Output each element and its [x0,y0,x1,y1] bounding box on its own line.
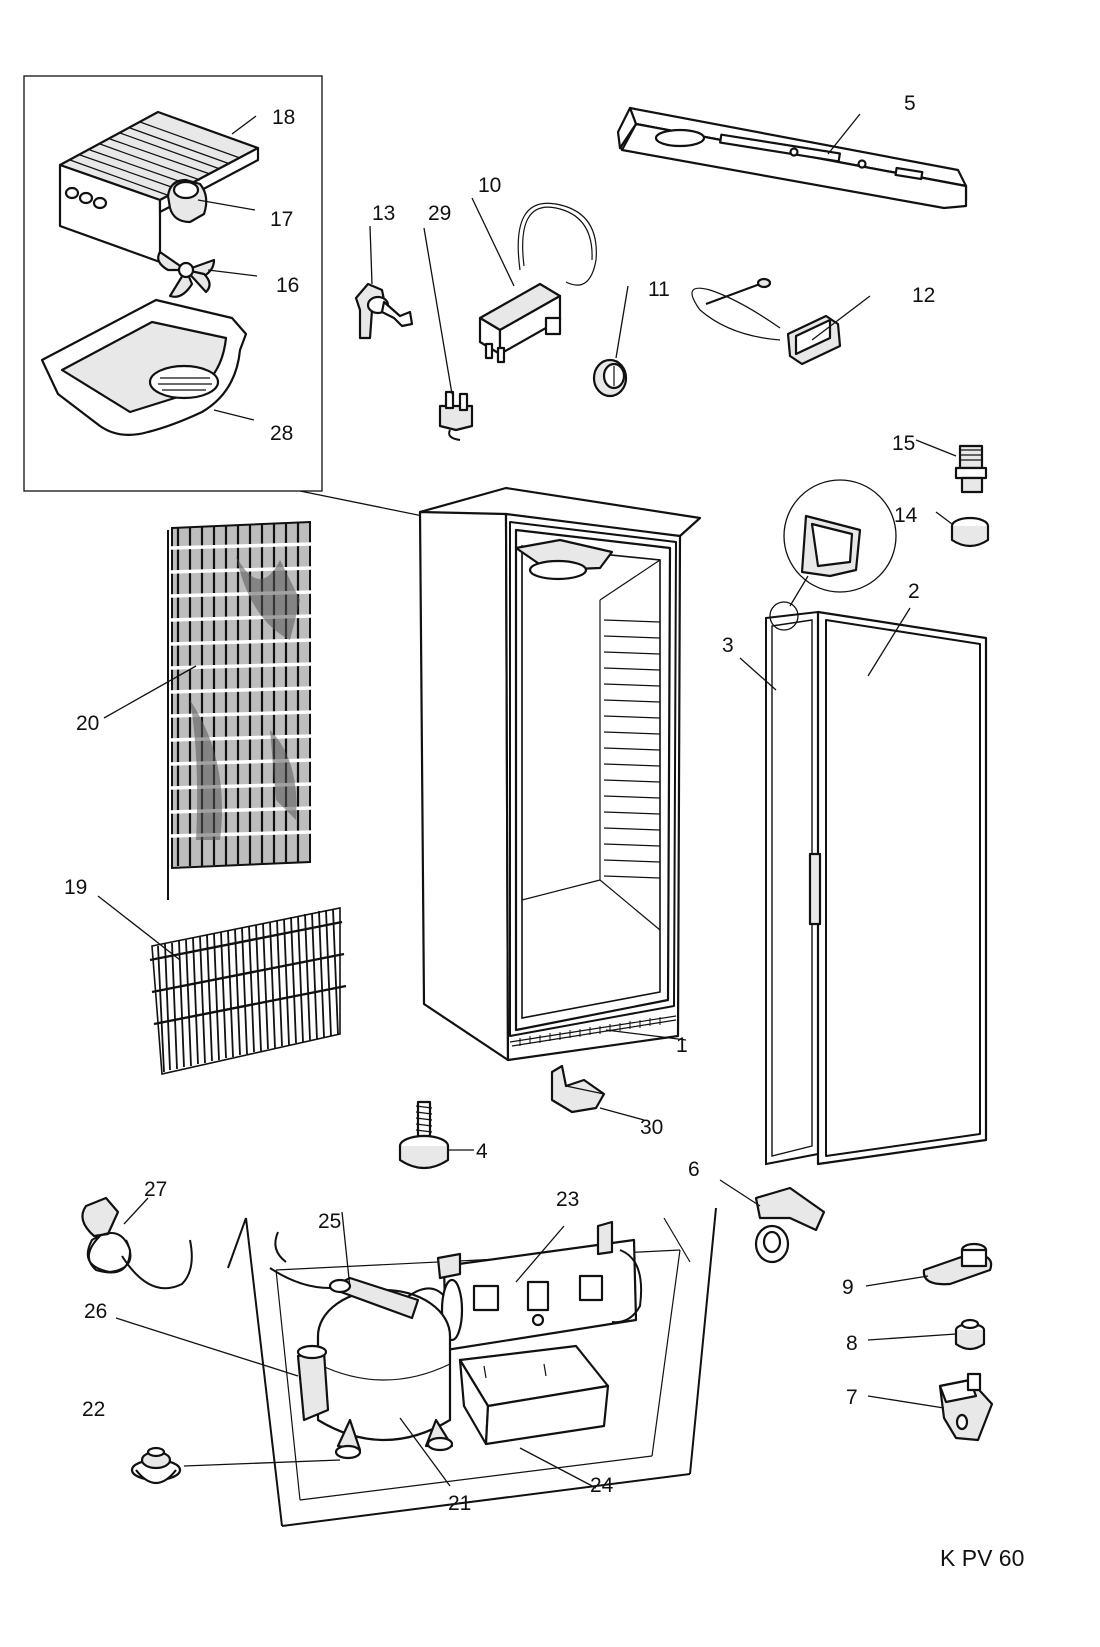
callout-30: 30 [640,1116,663,1139]
part-23-compressor-bracket [436,1220,643,1352]
callout-8: 8 [846,1332,858,1355]
callout-6: 6 [688,1158,700,1181]
part-26-capacitor [115,1317,330,1422]
part-7-hinge-block [867,1372,994,1442]
callout-12: 12 [912,284,935,307]
callout-10: 10 [478,174,501,197]
callout-25: 25 [318,1210,341,1233]
part-2-door [808,607,988,1166]
part-27-power-cord [81,1196,193,1290]
part-4-foot [398,1100,474,1170]
part-24-drip-pan [458,1344,610,1489]
part-8-bushing [867,1318,986,1351]
part-29-switch [423,227,474,441]
part-22-grommet [130,1446,341,1485]
part-15-drain-plug [915,439,988,494]
callout-2: 2 [908,580,920,603]
part-12-thermometer [691,277,871,366]
callout-28: 28 [270,422,293,445]
callout-labels: 1 2 3 4 5 6 7 8 9 10 11 12 13 14 15 16 1… [64,92,935,1515]
callout-15: 15 [892,432,915,455]
part-17-fan-motor [166,178,208,224]
part-21-compressor [316,1287,454,1487]
callout-21: 21 [448,1492,471,1515]
callout-16: 16 [276,274,299,297]
callout-20: 20 [76,712,99,735]
part-6-bottom-hinge [719,1179,826,1264]
callout-9: 9 [842,1276,854,1299]
callout-26: 26 [84,1300,107,1323]
callout-1: 1 [676,1034,688,1057]
part-20-condenser [103,520,313,900]
part-18-evaporator [58,110,260,264]
callout-22: 22 [82,1398,105,1421]
callout-7: 7 [846,1386,858,1409]
callout-17: 17 [270,208,293,231]
callout-24: 24 [590,1474,614,1497]
part-13-lock [354,225,414,340]
part-11-knob [592,285,629,398]
part-28-drip-tray [40,298,248,437]
model-code: K PV 60 [940,1545,1024,1571]
callout-18: 18 [272,106,295,129]
part-16-fan-blade [157,250,216,298]
callout-27: 27 [144,1178,167,1201]
part-19-grille [97,895,347,1075]
callout-3: 3 [722,634,734,657]
callout-29: 29 [428,202,451,225]
part-10-thermostat [471,197,597,364]
callout-13: 13 [372,202,395,225]
part-9-hinge-plate [865,1242,993,1287]
callout-14: 14 [894,504,918,527]
evaporator-group-inset [23,75,561,545]
callout-23: 23 [556,1188,579,1211]
part-25-starter-relay [269,1211,420,1320]
part-3-gasket [739,479,897,1166]
callout-4: 4 [476,1140,488,1163]
part-1-cabinet [418,486,702,1062]
callout-19: 19 [64,876,87,899]
callout-11: 11 [648,278,670,301]
part-5-control-panel [616,106,968,210]
callout-5: 5 [904,92,916,115]
part-30-hinge-bracket [550,1064,645,1121]
part-14-cap [935,511,990,548]
